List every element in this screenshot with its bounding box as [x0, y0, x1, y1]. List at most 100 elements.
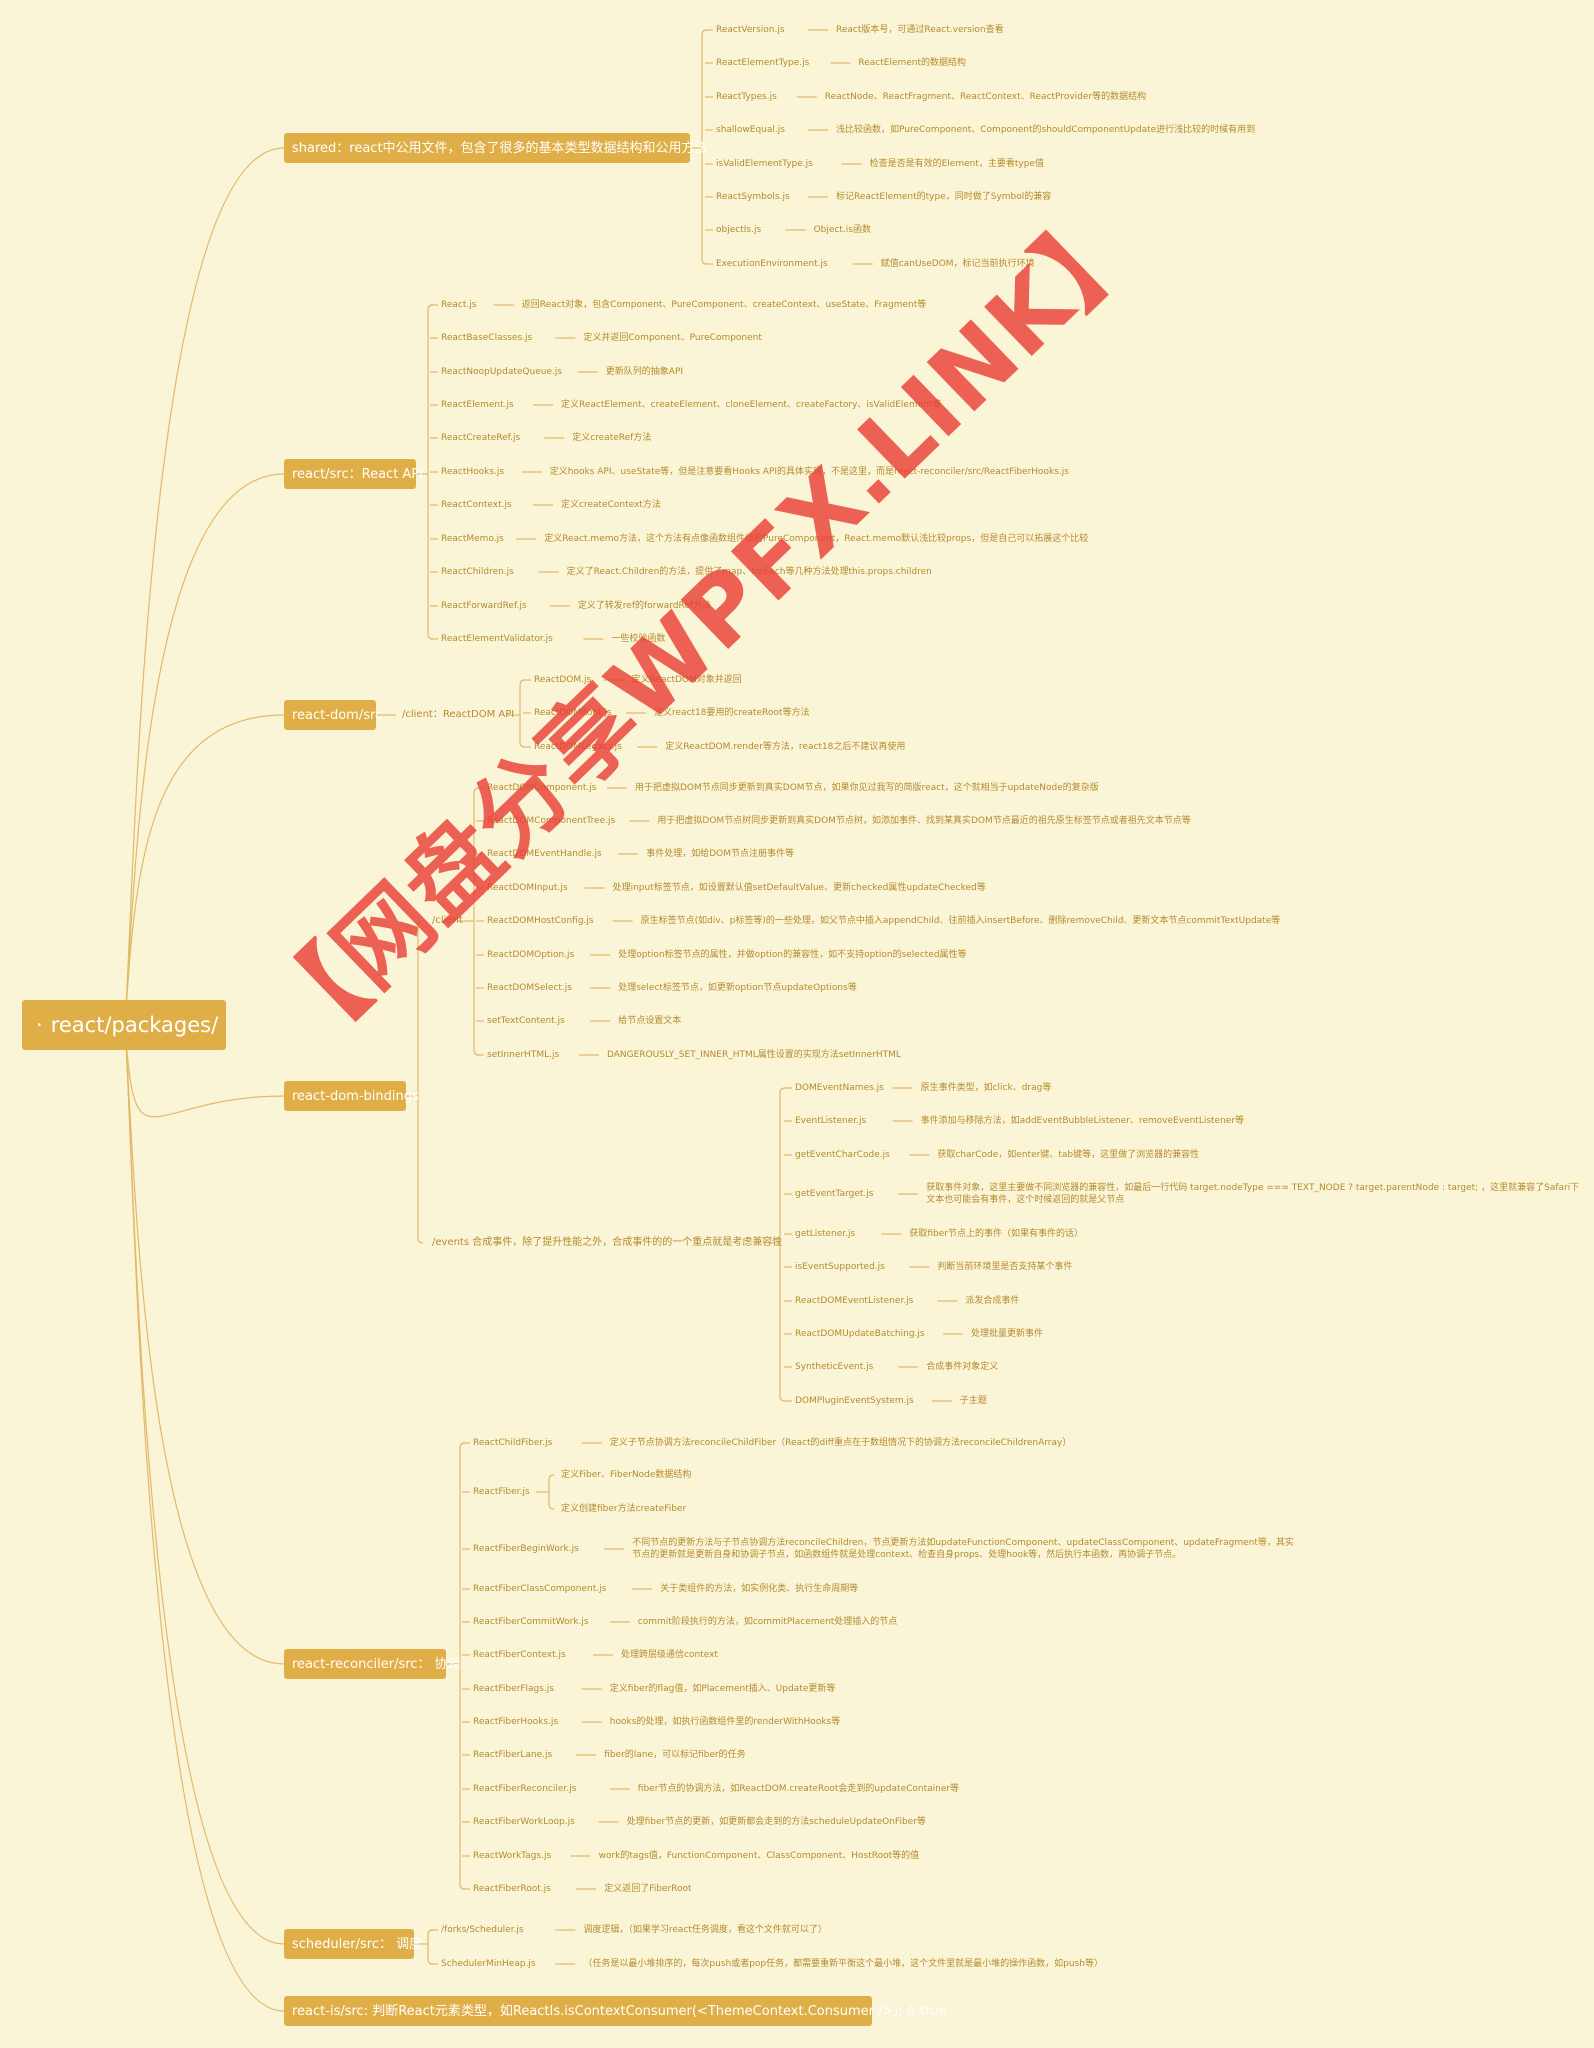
file-description: 定义fiber的flag值，如Placement插入、Update更新等	[609, 1684, 836, 1694]
file-description: 不同节点的更新方法与子节点协调方法reconcileChildren，节点更新方…	[632, 1538, 1294, 1548]
branch-react-reconciler[interactable]: react-reconciler/src： 协调	[284, 1649, 461, 1679]
file-name: ReactFiberLane.js	[473, 1750, 553, 1760]
file-description: 定义子节点协调方法reconcileChildFiber（React的diff重…	[609, 1438, 1072, 1448]
fiber-child: 定义Fiber、FiberNode数据结构	[561, 1470, 692, 1480]
bracket	[417, 920, 424, 1244]
file-name: ReactVersion.js	[716, 25, 785, 35]
file-description: 浅比较函数，如PureComponent、Component的shouldCom…	[836, 125, 1256, 135]
file-name: ReactFiberReconciler.js	[473, 1784, 577, 1794]
file-name: ReactChildren.js	[441, 567, 514, 577]
file-description: 定义并返回Component、PureComponent	[583, 333, 762, 343]
file-name: ReactChildFiber.js	[473, 1438, 553, 1448]
file-name: ReactDOMSelect.js	[487, 983, 572, 993]
branch-react-dom-src[interactable]: react-dom/src	[284, 700, 382, 730]
bracket	[427, 1929, 434, 1965]
branch-react-is-label: react-is/src: 判断React元素类型，如ReactIs.isCon…	[292, 2003, 947, 2019]
file-description: 返回React对象，包含Component、PureComponent、crea…	[521, 300, 927, 310]
file-name: ReactFiberHooks.js	[473, 1717, 559, 1727]
file-description: 一些校验函数	[611, 634, 666, 644]
file-name: ReactDOM.js	[534, 675, 592, 685]
file-description: fiber的lane，可以标记fiber的任务	[604, 1750, 746, 1760]
file-name: ReactFiberRoot.js	[473, 1884, 551, 1894]
file-description: 定义react18要用的createRoot等方法	[654, 708, 810, 718]
branch-react-src-label: react/src：React API	[292, 466, 423, 482]
file-name: getEventCharCode.js	[795, 1150, 890, 1160]
file-name: ReactFiberBeginWork.js	[473, 1544, 579, 1554]
bracket	[701, 29, 708, 265]
branch-scheduler[interactable]: scheduler/src： 调度	[284, 1929, 422, 1959]
file-description-cont: 文本也可能会有事件，这个时候返回的就是父节点	[926, 1195, 1125, 1205]
file-description: 定义返回了FiberRoot	[604, 1884, 692, 1894]
file-name: isValidElementType.js	[716, 159, 813, 169]
file-description: 事件添加与移除方法，如addEventBubbleListener、remove…	[920, 1116, 1245, 1126]
file-name: isEventSupported.js	[795, 1262, 885, 1272]
file-description: 定义了React.Children的方法，提供了map、forEach等几种方法…	[566, 567, 932, 577]
file-name: /forks/Scheduler.js	[441, 1925, 524, 1935]
root-node[interactable]: · react/packages/	[22, 1000, 226, 1050]
file-description: fiber节点的协调方法，如ReactDOM.createRoot会走到的upd…	[637, 1784, 960, 1794]
branch-react-dom-bindings[interactable]: react-dom-bindings	[284, 1081, 419, 1111]
file-description: work的tags值，FunctionComponent、ClassCompon…	[598, 1851, 920, 1861]
file-name: ReactBaseClasses.js	[441, 333, 533, 343]
file-description: 定义createContext方法	[561, 500, 661, 510]
file-description: 定义ReactDOM.render等方法，react18之后不建议再使用	[665, 742, 906, 752]
file-name: ReactSymbols.js	[716, 192, 790, 202]
file-name: ReactFiberClassComponent.js	[473, 1584, 607, 1594]
file-name: ReactFiberFlags.js	[473, 1684, 554, 1694]
file-description: 处理input标签节点，如设置默认值setDefaultValue、更新chec…	[612, 883, 986, 893]
file-description: 判断当前环境里是否支持某个事件	[937, 1262, 1073, 1272]
file-name: ReactForwardRef.js	[441, 601, 527, 611]
file-name: ReactDOMEventHandle.js	[487, 849, 602, 859]
file-name: ReactFiberWorkLoop.js	[473, 1817, 575, 1827]
branch-shared[interactable]: shared：react中公用文件，包含了很多的基本类型数据结构和公用方法	[284, 133, 708, 163]
file-description: 检查是否是有效的Element，主要看type值	[869, 159, 1044, 169]
branch-react-is[interactable]: react-is/src: 判断React元素类型，如ReactIs.isCon…	[284, 1996, 947, 2026]
file-description: commit阶段执行的方法，如commitPlacement处理插入的节点	[637, 1617, 898, 1627]
file-name: getEventTarget.js	[795, 1189, 874, 1199]
file-name: ReactDOMLegacy.js	[534, 742, 622, 752]
file-description: ReactElement的数据结构	[858, 58, 967, 68]
file-description: 定义了转发ref的forwardRef方法	[577, 601, 712, 611]
file-description: 处理select标签节点，如更新option节点updateOptions等	[618, 983, 857, 993]
file-description: 获取事件对象，这里主要做不同浏览器的兼容性，如最后一行代码 target.nod…	[926, 1183, 1580, 1193]
branch-scheduler-label: scheduler/src： 调度	[292, 1936, 423, 1952]
file-name: setInnerHTML.js	[487, 1050, 560, 1060]
branch-react-src[interactable]: react/src：React API	[284, 459, 423, 489]
file-name: ReactTypes.js	[716, 92, 777, 102]
file-name: setTextContent.js	[487, 1016, 565, 1026]
file-name: ReactHooks.js	[441, 467, 505, 477]
file-name: ReactNoopUpdateQueue.js	[441, 367, 563, 377]
file-name: ReactElementValidator.js	[441, 634, 553, 644]
file-description: DANGEROUSLY_SET_INNER_HTML属性设置的实现方法setIn…	[607, 1050, 901, 1060]
file-description: 获取fiber节点上的事件（如果有事件的话）	[909, 1229, 1084, 1239]
file-name: ExecutionEnvironment.js	[716, 259, 828, 269]
client-label: /client：ReactDOM API	[402, 709, 515, 720]
file-name: DOMPluginEventSystem.js	[795, 1396, 914, 1406]
file-name: getListener.js	[795, 1229, 856, 1239]
file-description: （任务是以最小堆排序的，每次push或者pop任务，都需要重新平衡这个最小堆，这…	[583, 1959, 1103, 1969]
branch-connector	[124, 473, 285, 1026]
file-description: 赋值canUseDOM，标记当前执行环境	[880, 259, 1035, 269]
file-description: 定义hooks API、useState等，但是注意要看Hooks API的具体…	[549, 467, 1069, 477]
file-description: 定义ReactElement、createElement、cloneElemen…	[561, 400, 942, 410]
file-description: 获取charCode，如enter键、tab键等，这里做了浏览器的兼容性	[937, 1150, 1200, 1160]
file-name: ReactElementType.js	[716, 58, 810, 68]
file-description: 事件处理，如给DOM节点注册事件等	[646, 849, 794, 859]
file-description: ReactNode、ReactFragment、ReactContext、Rea…	[824, 92, 1147, 102]
file-name: ReactWorkTags.js	[473, 1851, 552, 1861]
root-bullet: ·	[36, 1012, 43, 1037]
bracket	[519, 679, 526, 748]
file-description: 调度逻辑，（如果学习react任务调度，看这个文件就可以了）	[583, 1925, 827, 1935]
file-name: ReactDOMOption.js	[487, 950, 575, 960]
file-name: ReactElement.js	[441, 400, 514, 410]
branch-react-reconciler-label: react-reconciler/src： 协调	[292, 1656, 461, 1672]
file-description: 子主题	[959, 1396, 987, 1406]
file-name: ReactDOMUpdateBatching.js	[795, 1329, 925, 1339]
file-description: 原生标签节点(如div、p标签等)的一些处理，如父节点中插入appendChil…	[640, 916, 1281, 926]
root-node-label: react/packages/	[50, 1012, 219, 1037]
file-name: shallowEqual.js	[716, 125, 785, 135]
file-name: objectIs.js	[716, 225, 762, 235]
file-name: ReactCreateRef.js	[441, 433, 521, 443]
bracket	[548, 1474, 555, 1510]
